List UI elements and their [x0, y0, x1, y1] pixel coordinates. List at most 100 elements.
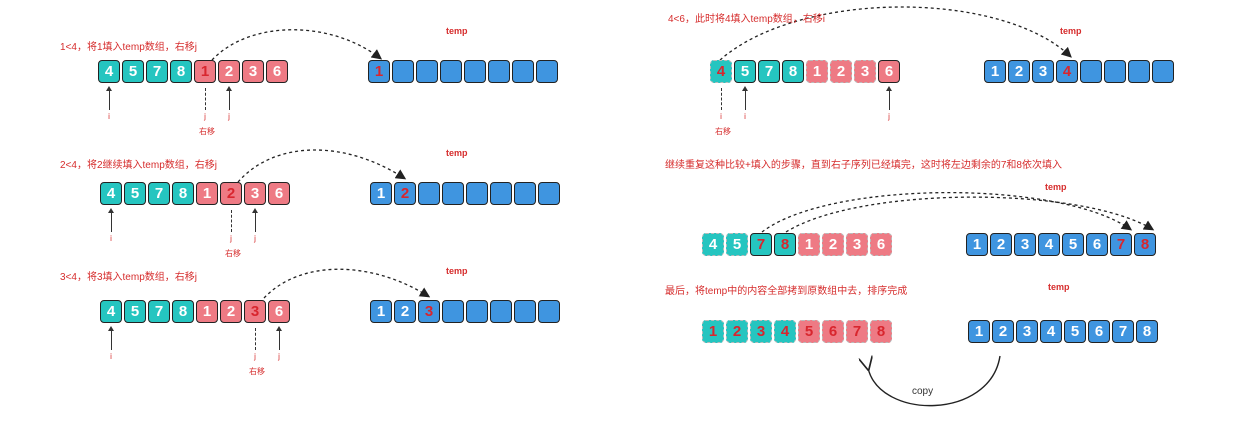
transfer-arrow — [211, 29, 383, 61]
temp-label: temp — [1045, 182, 1067, 192]
temp-cell — [538, 300, 560, 323]
temp-cell: 1 — [370, 300, 392, 323]
array-cell: 3 — [854, 60, 876, 83]
pointer-arrowhead — [108, 208, 114, 213]
temp-cell: 4 — [1056, 60, 1078, 83]
temp-label: temp — [446, 26, 468, 36]
array-cell: 4 — [100, 182, 122, 205]
array-cell: 8 — [172, 300, 194, 323]
pointer-arrowhead — [252, 208, 258, 213]
pointer-line — [229, 88, 230, 110]
temp-cell — [538, 182, 560, 205]
array-cell: 1 — [194, 60, 216, 83]
array-cell: 4 — [702, 233, 724, 256]
temp-cell: 2 — [990, 233, 1012, 256]
temp-cell: 1 — [370, 182, 392, 205]
array-cell: 5 — [124, 300, 146, 323]
temp-cell — [1128, 60, 1150, 83]
array-cell: 3 — [846, 233, 868, 256]
temp-cell — [416, 60, 438, 83]
array-cell: 3 — [244, 300, 266, 323]
temp-cell — [514, 182, 536, 205]
array-cell: 7 — [750, 233, 772, 256]
step-caption: 3<4，将3填入temp数组，右移j — [60, 272, 197, 283]
pointer-line — [111, 210, 112, 232]
temp-cell — [392, 60, 414, 83]
array-cell: 6 — [266, 60, 288, 83]
temp-array: 1 — [368, 60, 558, 83]
array-cell: 7 — [148, 300, 170, 323]
temp-cell: 7 — [1112, 320, 1134, 343]
temp-cell: 3 — [1016, 320, 1038, 343]
pointer-line — [255, 328, 256, 350]
temp-cell: 6 — [1086, 233, 1108, 256]
array-cell: 1 — [196, 182, 218, 205]
pointer-line — [231, 210, 232, 232]
pointer-line — [889, 88, 890, 110]
temp-cell: 1 — [966, 233, 988, 256]
array-cell: 6 — [878, 60, 900, 83]
array-cell: 3 — [244, 182, 266, 205]
pointer-label: j — [254, 234, 256, 243]
temp-cell: 6 — [1088, 320, 1110, 343]
temp-cell — [464, 60, 486, 83]
array-cell: 2 — [218, 60, 240, 83]
pointer-label: j — [228, 112, 230, 121]
array-cell: 3 — [242, 60, 264, 83]
pointer-arrowhead — [108, 326, 114, 331]
pointer-line — [255, 210, 256, 232]
temp-cell — [466, 182, 488, 205]
temp-label: temp — [1048, 282, 1070, 292]
move-note: 右移 — [225, 249, 241, 258]
array-cell: 4 — [710, 60, 732, 83]
pointer-line — [205, 88, 206, 110]
array-cell: 5 — [726, 233, 748, 256]
array-cell: 8 — [870, 320, 892, 343]
pointer-label: j — [230, 234, 232, 243]
array-cell: 8 — [172, 182, 194, 205]
array-cell: 1 — [702, 320, 724, 343]
temp-cell: 4 — [1038, 233, 1060, 256]
transfer-arrow — [263, 268, 431, 299]
array-cell: 2 — [726, 320, 748, 343]
array-cell: 6 — [268, 300, 290, 323]
temp-cell — [536, 60, 558, 83]
step-caption: 2<4，将2继续填入temp数组，右移j — [60, 160, 217, 171]
pointer-label: i — [110, 234, 112, 243]
temp-cell — [490, 182, 512, 205]
pointer-label: j — [278, 352, 280, 361]
temp-cell: 1 — [968, 320, 990, 343]
pointer-arrowhead — [276, 326, 282, 331]
array-cell: 1 — [806, 60, 828, 83]
temp-label: temp — [1060, 26, 1082, 36]
temp-cell — [514, 300, 536, 323]
temp-cell: 3 — [1014, 233, 1036, 256]
temp-cell: 8 — [1136, 320, 1158, 343]
pointer-line — [279, 328, 280, 350]
array-cell: 2 — [220, 300, 242, 323]
array-cell: 7 — [148, 182, 170, 205]
move-note: 右移 — [249, 367, 265, 376]
step-caption: 最后，将temp中的内容全部拷到原数组中去，排序完成 — [665, 286, 908, 297]
copy-label: copy — [912, 386, 934, 397]
array-cell: 1 — [798, 233, 820, 256]
array-cell: 2 — [822, 233, 844, 256]
pointer-label: j — [254, 352, 256, 361]
pointer-line — [721, 88, 722, 110]
transfer-arrow — [761, 192, 1133, 233]
array-cell: 2 — [830, 60, 852, 83]
transfer-arrow — [237, 149, 407, 183]
pointer-label: j — [888, 112, 890, 121]
array-cell: 5 — [798, 320, 820, 343]
step-caption: 4<6，此时将4填入temp数组，右移i — [668, 14, 825, 25]
pointer-arrowhead — [106, 86, 112, 91]
move-note: 右移 — [199, 127, 215, 136]
temp-cell: 2 — [394, 182, 416, 205]
pointer-arrowhead — [886, 86, 892, 91]
temp-cell — [1152, 60, 1174, 83]
